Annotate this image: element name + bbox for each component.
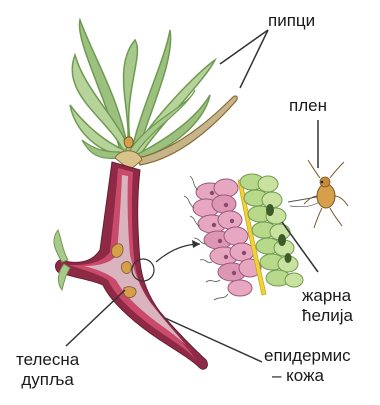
label-tentacles-text: пипци <box>268 11 315 31</box>
label-stinging-cell-line2: ћелија <box>302 306 353 326</box>
food-particle <box>124 287 136 298</box>
label-body-cavity-line1: телесна <box>16 350 79 370</box>
label-epidermis-line1: епидермис <box>264 346 351 366</box>
label-stinging-cell: жарна ћелија <box>302 286 353 326</box>
label-body-cavity-line2: дупља <box>16 370 79 390</box>
label-prey-text: плен <box>289 96 327 116</box>
label-prey: плен <box>289 96 327 116</box>
label-stinging-cell-line1: жарна <box>302 286 353 306</box>
tentacles-group <box>70 20 237 165</box>
magnify-arrowhead <box>192 240 200 248</box>
food-particle <box>122 262 132 274</box>
label-epidermis: епидермис – кожа <box>264 346 351 386</box>
cell-section <box>184 174 322 300</box>
leader-tentacles <box>220 30 268 64</box>
label-tentacles: пипци <box>268 11 315 31</box>
ingested-prey <box>124 137 133 148</box>
bud-tentacle <box>54 230 68 262</box>
food-particle <box>112 244 123 258</box>
leader-body-cavity <box>66 290 125 346</box>
label-body-cavity: телесна дупља <box>16 350 79 390</box>
leader-tentacles-2 <box>240 30 268 88</box>
prey-organism <box>304 160 348 228</box>
tentacle <box>124 40 138 150</box>
label-epidermis-line2: – кожа <box>272 366 351 386</box>
